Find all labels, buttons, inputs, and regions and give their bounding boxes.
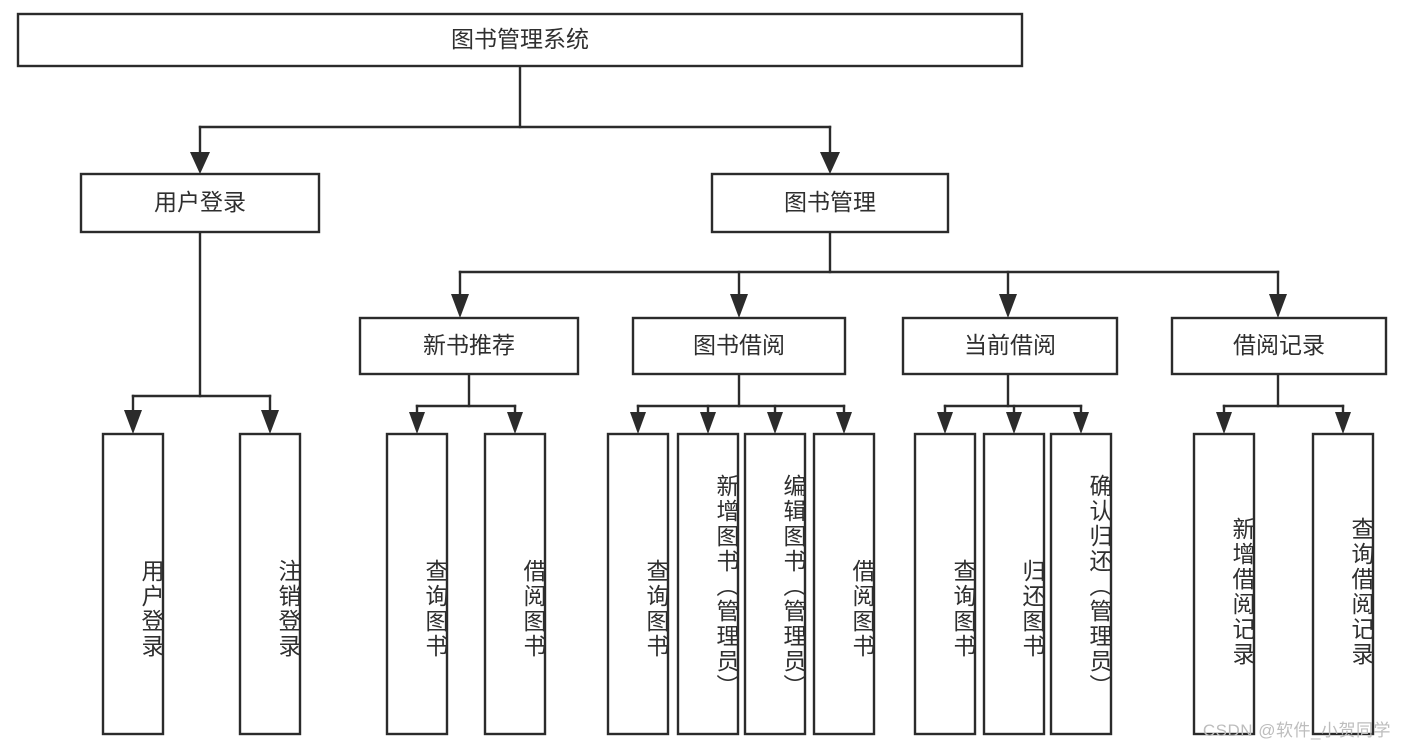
node-box-root[interactable] bbox=[16, 12, 1024, 68]
node-box-leaf-return-book[interactable] bbox=[982, 432, 1046, 736]
node-box-leaf-confirm-return-admin[interactable] bbox=[1049, 432, 1113, 736]
arrow-to-leaf-user-login bbox=[124, 410, 142, 434]
node-label-borrow-record: 借阅记录 bbox=[1233, 332, 1325, 358]
connector-group-user-login bbox=[124, 230, 279, 434]
arrow-to-leaf-confirm-return-admin bbox=[1073, 412, 1089, 434]
node-box-leaf-user-login[interactable] bbox=[101, 432, 165, 736]
arrow-to-new-book-recommend bbox=[451, 294, 469, 318]
arrow-to-borrow-record bbox=[1269, 294, 1287, 318]
node-label-book-manage: 图书管理 bbox=[784, 189, 876, 215]
connector-group-new-book-recommend bbox=[409, 372, 523, 434]
node-label-root: 图书管理系统 bbox=[451, 26, 589, 52]
node-box-leaf-add-book-admin[interactable] bbox=[676, 432, 740, 736]
arrow-to-current-borrow bbox=[999, 294, 1017, 318]
arrow-to-leaf-logout bbox=[261, 410, 279, 434]
node-label-new-book-recommend: 新书推荐 bbox=[423, 332, 515, 358]
arrow-to-user-login bbox=[190, 152, 210, 174]
node-box-leaf-borrow-book-recommend[interactable] bbox=[483, 432, 547, 736]
connector-group-current-borrow bbox=[937, 372, 1089, 434]
node-box-leaf-logout[interactable] bbox=[238, 432, 302, 736]
node-label-current-borrow: 当前借阅 bbox=[964, 332, 1056, 358]
node-box-leaf-edit-book-admin[interactable] bbox=[743, 432, 807, 736]
arrow-to-leaf-return-book bbox=[1006, 412, 1022, 434]
node-box-leaf-query-book-recommend[interactable] bbox=[385, 432, 449, 736]
arrow-to-leaf-query-book-recommend bbox=[409, 412, 425, 434]
arrow-to-book-borrow bbox=[730, 294, 748, 318]
node-box-leaf-borrow-book-borrow[interactable] bbox=[812, 432, 876, 736]
node-box-borrow-record[interactable] bbox=[1170, 316, 1388, 376]
arrow-to-leaf-query-book-borrow bbox=[630, 412, 646, 434]
connector-group-book-manage bbox=[451, 230, 1287, 318]
node-box-book-manage[interactable] bbox=[710, 172, 950, 234]
arrow-to-leaf-query-borrow-record bbox=[1335, 412, 1351, 434]
node-box-leaf-query-book-borrow[interactable] bbox=[606, 432, 670, 736]
arrow-to-leaf-add-borrow-record bbox=[1216, 412, 1232, 434]
csdn-watermark: CSDN @软件_小贺同学 bbox=[1202, 721, 1391, 740]
arrow-to-leaf-query-book-current bbox=[937, 412, 953, 434]
arrow-to-leaf-edit-book-admin bbox=[767, 412, 783, 434]
arrow-to-leaf-borrow-book-recommend bbox=[507, 412, 523, 434]
node-box-leaf-add-borrow-record[interactable] bbox=[1192, 432, 1256, 736]
node-box-leaf-query-borrow-record[interactable] bbox=[1311, 432, 1375, 736]
node-box-book-borrow[interactable] bbox=[631, 316, 847, 376]
connector-group-borrow-record bbox=[1216, 372, 1351, 434]
arrow-to-leaf-add-book-admin bbox=[700, 412, 716, 434]
node-label-book-borrow: 图书借阅 bbox=[693, 332, 785, 358]
connector-group-root bbox=[190, 64, 840, 174]
arrow-to-book-manage bbox=[820, 152, 840, 174]
node-box-current-borrow[interactable] bbox=[901, 316, 1119, 376]
node-box-user-login[interactable] bbox=[79, 172, 321, 234]
node-box-new-book-recommend[interactable] bbox=[358, 316, 580, 376]
node-box-leaf-query-book-current[interactable] bbox=[913, 432, 977, 736]
arrow-to-leaf-borrow-book-borrow bbox=[836, 412, 852, 434]
connector-group-book-borrow bbox=[630, 372, 852, 434]
node-label-user-login: 用户登录 bbox=[154, 189, 246, 215]
